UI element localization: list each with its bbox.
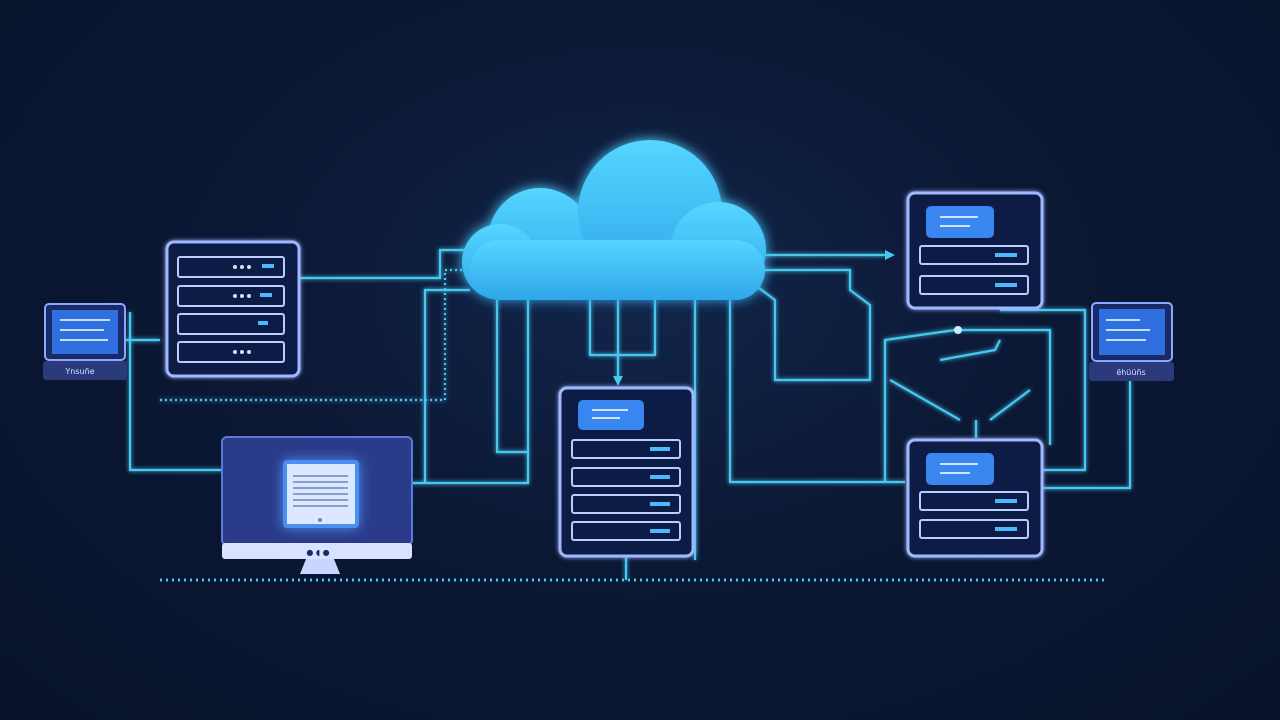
- server-slot: [177, 256, 285, 363]
- server-rack-center: [558, 386, 695, 558]
- laptop-left-icon: Ynsuñe: [43, 303, 127, 380]
- server-rack-left: [165, 240, 301, 378]
- cloud-icon: [462, 140, 766, 300]
- laptop-right-icon: ēhüüñs: [1089, 302, 1174, 381]
- desktop-monitor-icon: ● ◖ ●: [221, 436, 413, 574]
- server-display: [926, 206, 994, 238]
- monitor-badge: ● ◖ ●: [306, 548, 329, 557]
- laptop-right-label: ēhüüñs: [1116, 368, 1145, 377]
- junction-node: [954, 326, 962, 334]
- laptop-left-label: Ynsuñe: [64, 367, 94, 376]
- server-display: [926, 453, 994, 485]
- server-rack-right-bottom: [906, 438, 1044, 558]
- arrow-icon: [613, 250, 895, 386]
- server-rack-right-top: [906, 191, 1044, 310]
- server-display: [578, 400, 644, 430]
